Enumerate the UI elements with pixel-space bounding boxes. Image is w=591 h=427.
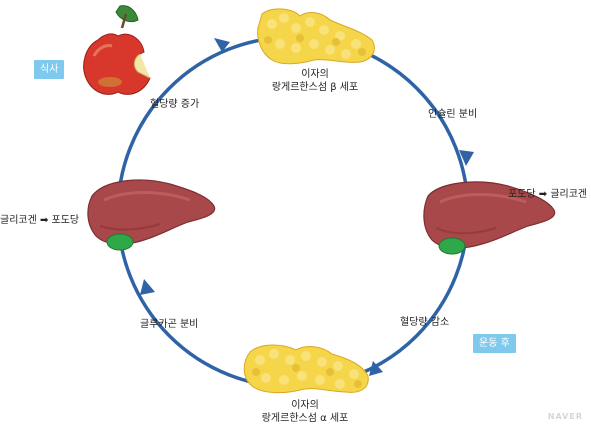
glucose-to-glycogen-label: 포도당 ➡ 글리코겐 (508, 189, 588, 200)
insulin-secretion-label: 인슐린 분비 (428, 109, 478, 120)
liver-left-image (87, 179, 216, 251)
arrowhead-bottom-right (369, 361, 383, 376)
alpha-cell-label-line2: 랑게르한스섬 α 세포 (261, 413, 349, 424)
pancreas-beta-image (257, 8, 375, 65)
beta-cell-label: 이자의 랑게르한스섬 β 세포 (272, 68, 358, 94)
beta-cell-label-line2: 랑게르한스섬 β 세포 (271, 82, 359, 93)
watermark-logo: NAVER (547, 412, 583, 421)
apple-image (83, 5, 151, 95)
arrowhead-left-lower (140, 279, 155, 295)
arrowhead-top-left (214, 38, 230, 52)
after-exercise-tag: 운동 후 (473, 334, 516, 353)
cycle-arrowheads (140, 38, 474, 376)
glycogen-to-glucose-label: 글리코겐 ➡ 포도당 (0, 215, 80, 226)
meal-tag: 식사 (34, 60, 65, 79)
blood-sugar-increase-label: 혈당량 증가 (150, 99, 200, 110)
pancreas-alpha-image (243, 344, 369, 394)
glucagon-secretion-label: 글루카곤 분비 (140, 319, 199, 330)
alpha-cell-label: 이자의 랑게르한스섬 α 세포 (262, 399, 349, 425)
blood-sugar-decrease-label: 혈당량 감소 (400, 317, 450, 328)
beta-cell-label-line1: 이자의 (301, 69, 329, 80)
arrowhead-right-upper (459, 150, 474, 166)
liver-right-image (423, 181, 556, 255)
alpha-cell-label-line1: 이자의 (291, 400, 319, 411)
